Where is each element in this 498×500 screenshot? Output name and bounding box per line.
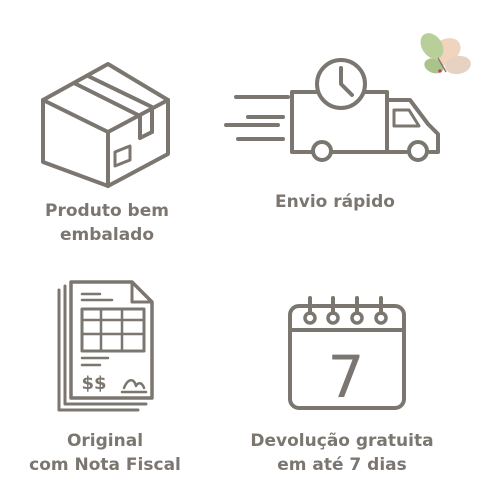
caption-produto-bem-embalado: Produto bem embalado (22, 199, 192, 247)
invoice-document-icon (57, 280, 154, 412)
caption-line-1: Devolução gratuita (250, 431, 434, 451)
invoice-dollar-text: $$ (81, 373, 106, 394)
caption-original-nota-fiscal: Original com Nota Fiscal (10, 429, 200, 477)
delivery-truck-clock-icon (224, 58, 440, 162)
caption-line-1: Original (66, 431, 144, 451)
caption-envio-rapido: Envio rápido (260, 190, 410, 214)
butterfly-logo-icon (420, 33, 471, 75)
caption-devolucao-gratuita: Devolução gratuita em até 7 dias (232, 429, 452, 477)
caption-line-1: Envio rápido (275, 192, 395, 212)
caption-line-1: Produto bem (45, 201, 169, 221)
calendar-icon (288, 296, 406, 410)
calendar-number: 7 (328, 343, 365, 411)
package-box-icon (41, 62, 170, 188)
caption-line-2: embalado (59, 225, 155, 245)
caption-line-2: em até 7 dias (277, 455, 407, 475)
caption-line-2: com Nota Fiscal (29, 455, 181, 475)
